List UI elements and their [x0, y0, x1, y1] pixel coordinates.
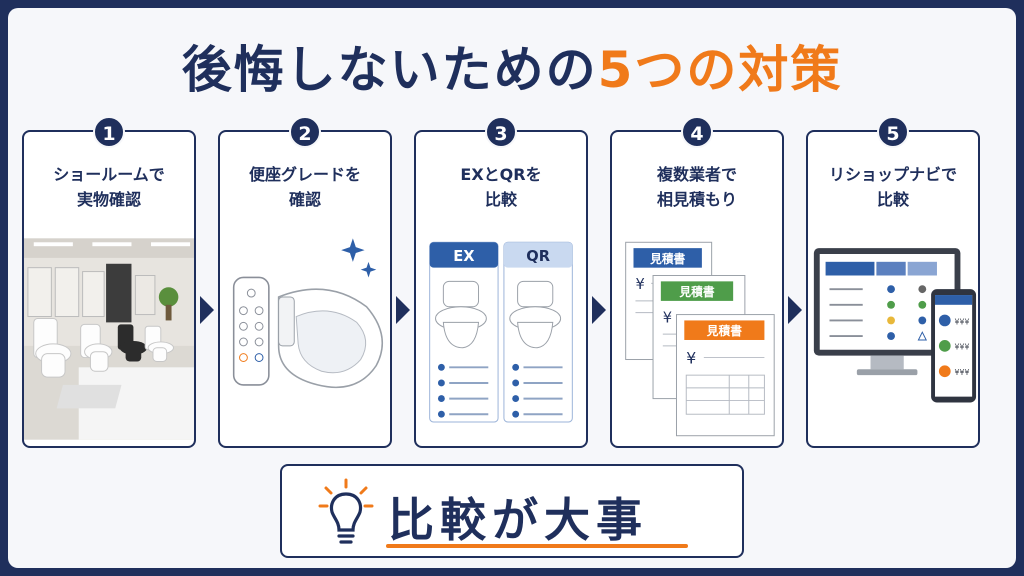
flow-arrow-3 [592, 296, 606, 324]
svg-text:¥: ¥ [635, 276, 644, 293]
svg-text:見積書: 見積書 [678, 285, 714, 299]
price-label: ¥¥¥ [955, 317, 970, 326]
conclusion-underline [386, 544, 688, 548]
flow-arrow-4 [788, 296, 802, 324]
price-label: ¥¥¥ [955, 368, 970, 377]
remote-icon [232, 276, 270, 386]
step-title-line2: 比較 [484, 190, 517, 209]
seat-grade-illustration [232, 238, 383, 389]
step-title-line2: 相見積もり [656, 190, 737, 209]
conclusion-box: 比較が大事 [280, 464, 744, 558]
step-title-line1: リショップナビで [828, 165, 957, 184]
toilet-icon [435, 280, 562, 349]
step-number-badge: 4 [681, 116, 713, 148]
step-title-line1: EXとQRを [460, 165, 542, 184]
step-title: 複数業者で 相見積もり [612, 162, 782, 212]
step-title: ショールームで 実物確認 [24, 162, 194, 212]
step-card-1: 1 ショールームで 実物確認 [22, 116, 196, 448]
flow-arrow-2 [396, 296, 410, 324]
smartphone-icon: ¥¥¥ ¥¥¥ ¥¥¥ [931, 289, 977, 403]
showroom-illustration [24, 238, 194, 440]
step-title: リショップナビで 比較 [808, 162, 978, 212]
svg-text:見積書: 見積書 [706, 324, 742, 338]
step-title: 便座グレードを 確認 [220, 162, 390, 212]
step-title-line1: 複数業者で [656, 165, 737, 184]
toilet-seat-icon [277, 288, 383, 389]
step-card-3: 3 EXとQRを 比較 EX QR [414, 116, 588, 448]
tab-ex-label: EX [453, 248, 474, 265]
step-title-line1: 便座グレードを [248, 165, 361, 184]
step-card-2: 2 便座グレードを 確認 [218, 116, 392, 448]
monitor-icon [813, 248, 961, 376]
price-label: ¥¥¥ [955, 343, 970, 352]
quotes-illustration: 見積書 ¥ 見積書 ¥ 見積書 ¥ [625, 241, 775, 437]
step-title-line2: 確認 [288, 190, 321, 209]
svg-text:¥: ¥ [686, 348, 696, 367]
step-title: EXとQRを 比較 [416, 162, 586, 212]
conclusion-text: 比較が大事 [388, 493, 648, 547]
step-card-4: 4 複数業者で 相見積もり 見積書 ¥ 見積書 ¥ [610, 116, 784, 448]
title-accent: 5つの対策 [597, 41, 843, 99]
ex-qr-comparison: EX QR [429, 241, 573, 423]
sparkle-icon [341, 238, 377, 278]
step-number-badge: 1 [93, 116, 125, 148]
lightbulb-icon [318, 478, 374, 544]
page-title: 後悔しないための5つの対策 [8, 30, 1016, 102]
step-title-line2: 実物確認 [76, 190, 141, 209]
step-number-badge: 5 [877, 116, 909, 148]
title-main: 後悔しないための [181, 41, 598, 99]
toilet-icon [33, 317, 113, 378]
flow-arrow-1 [200, 296, 214, 324]
svg-text:見積書: 見積書 [649, 252, 685, 266]
step-title-line2: 比較 [876, 190, 909, 209]
infographic-canvas: 後悔しないための5つの対策 1 ショールームで 実物確認 [8, 8, 1016, 568]
quote-document-3: 見積書 ¥ [675, 314, 775, 437]
step-number-badge: 3 [485, 116, 517, 148]
step-title-line1: ショールームで [53, 165, 165, 184]
svg-text:¥: ¥ [663, 309, 672, 326]
step-number-badge: 2 [289, 116, 321, 148]
tab-qr-label: QR [526, 248, 550, 265]
comparison-site-illustration: ¥¥¥ ¥¥¥ ¥¥¥ [813, 248, 977, 403]
step-card-5: 5 リショップナビで 比較 [806, 116, 980, 448]
